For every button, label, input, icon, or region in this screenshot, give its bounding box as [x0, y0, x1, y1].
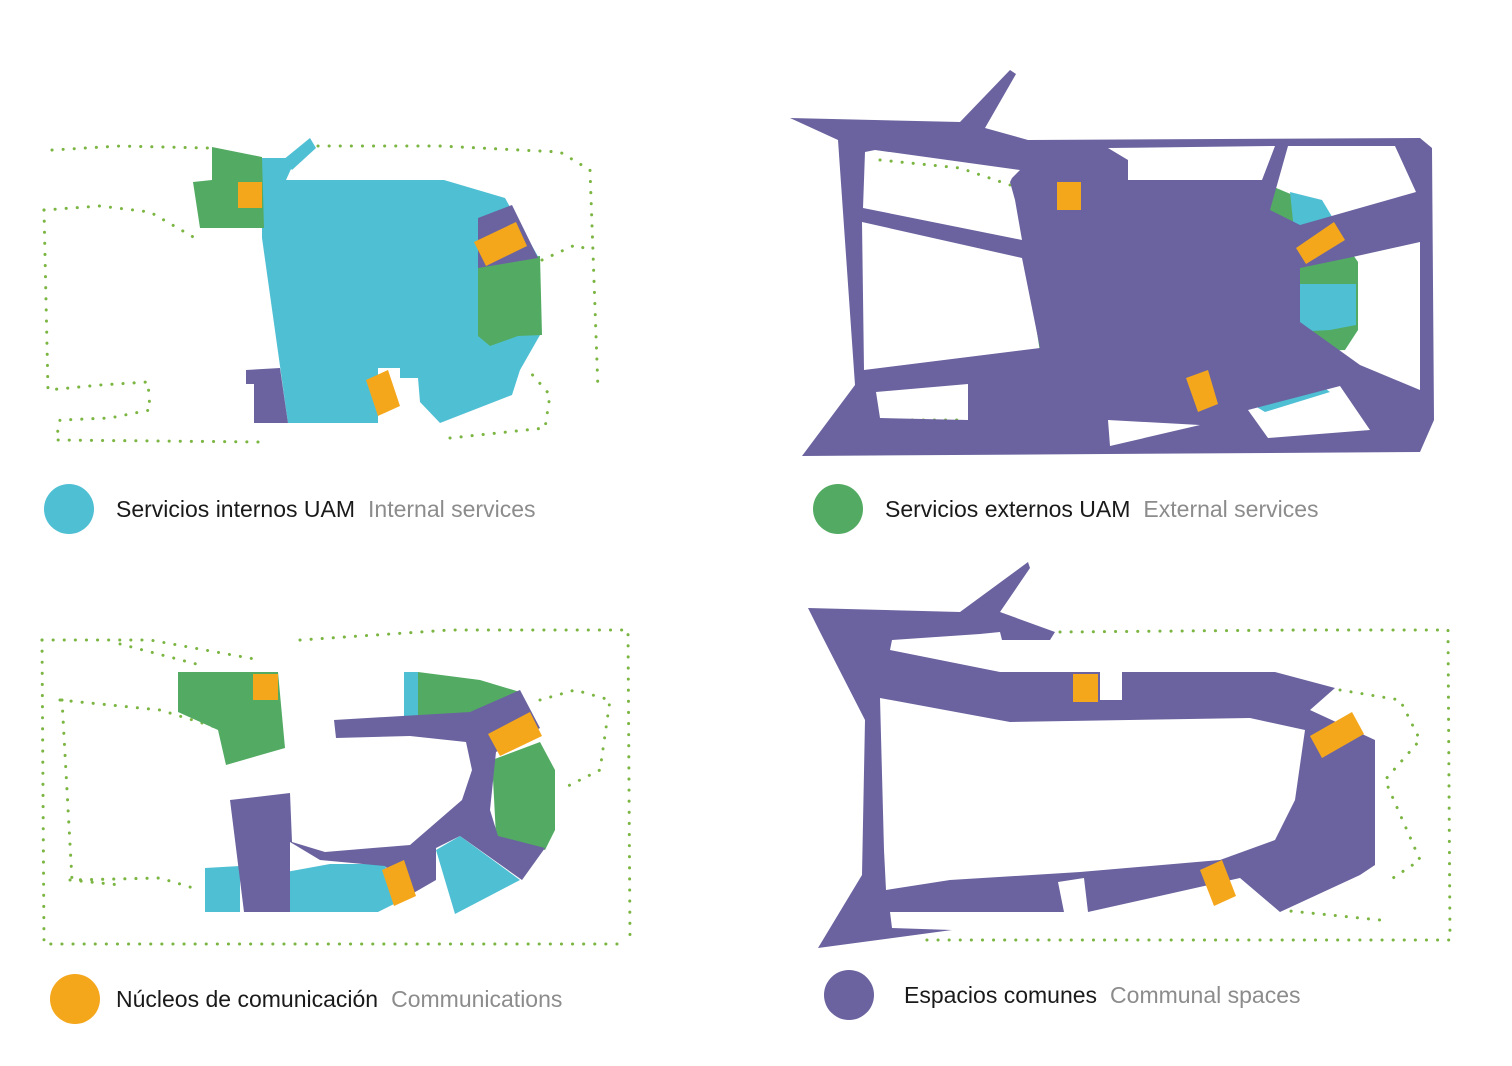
- legend-label-en: Internal services: [368, 495, 536, 522]
- communication-core: [1057, 182, 1081, 210]
- internal-services-area: [205, 866, 240, 912]
- internal-services-area: [283, 138, 316, 170]
- legend-swatch-communications: [50, 974, 100, 1024]
- external-services-area: [492, 742, 555, 850]
- communication-core: [238, 182, 262, 208]
- communication-core: [382, 860, 416, 906]
- legend-label-es: Espacios comunes: [904, 981, 1098, 1008]
- communication-core: [1310, 712, 1364, 758]
- legend-label-es: Servicios externos UAM: [885, 495, 1131, 522]
- legend-swatch-external: [813, 484, 863, 534]
- legend-label-es: Servicios internos UAM: [116, 495, 356, 522]
- internal-services-area: [404, 672, 418, 722]
- legend-internal-services: Servicios internos UAM Internal services: [44, 484, 536, 534]
- legend-label-es: Núcleos de comunicación: [116, 985, 379, 1012]
- internal-services-area: [436, 836, 520, 914]
- external-services-area: [478, 256, 542, 346]
- communication-core: [366, 370, 400, 416]
- internal-services-area: [1292, 284, 1356, 332]
- communal-area: [246, 368, 288, 423]
- communication-core: [474, 222, 527, 266]
- legend-communal-spaces: Espacios comunes Communal spaces: [824, 970, 1301, 1020]
- courtyard: [1100, 672, 1122, 700]
- plan-internal-services: [42, 138, 600, 444]
- communication-core: [1186, 370, 1218, 412]
- courtyard: [880, 698, 1305, 890]
- communication-core: [1296, 222, 1345, 264]
- plan-communications: [40, 628, 632, 946]
- site-outline-dots: [42, 144, 600, 444]
- legend-label-en: External services: [1143, 495, 1319, 522]
- site-outline-dots: [918, 628, 1452, 942]
- legend-label-en: Communications: [391, 985, 563, 1012]
- communal-area: [790, 70, 1434, 456]
- internal-services-area: [286, 864, 394, 912]
- legend-swatch-internal: [44, 484, 94, 534]
- communication-core: [488, 712, 542, 756]
- plan-communal-spaces: [808, 562, 1452, 948]
- legend-external-services: Servicios externos UAM External services: [813, 484, 1319, 534]
- communication-core: [1073, 674, 1098, 702]
- internal-services-area: [262, 158, 540, 423]
- plan-external-services: [790, 70, 1434, 456]
- communication-core: [253, 674, 278, 700]
- legend-label-en: Communal spaces: [1110, 981, 1301, 1008]
- legend-communications: Núcleos de comunicación Communications: [50, 974, 562, 1024]
- legend-swatch-communal: [824, 970, 874, 1020]
- communication-core: [1200, 860, 1236, 906]
